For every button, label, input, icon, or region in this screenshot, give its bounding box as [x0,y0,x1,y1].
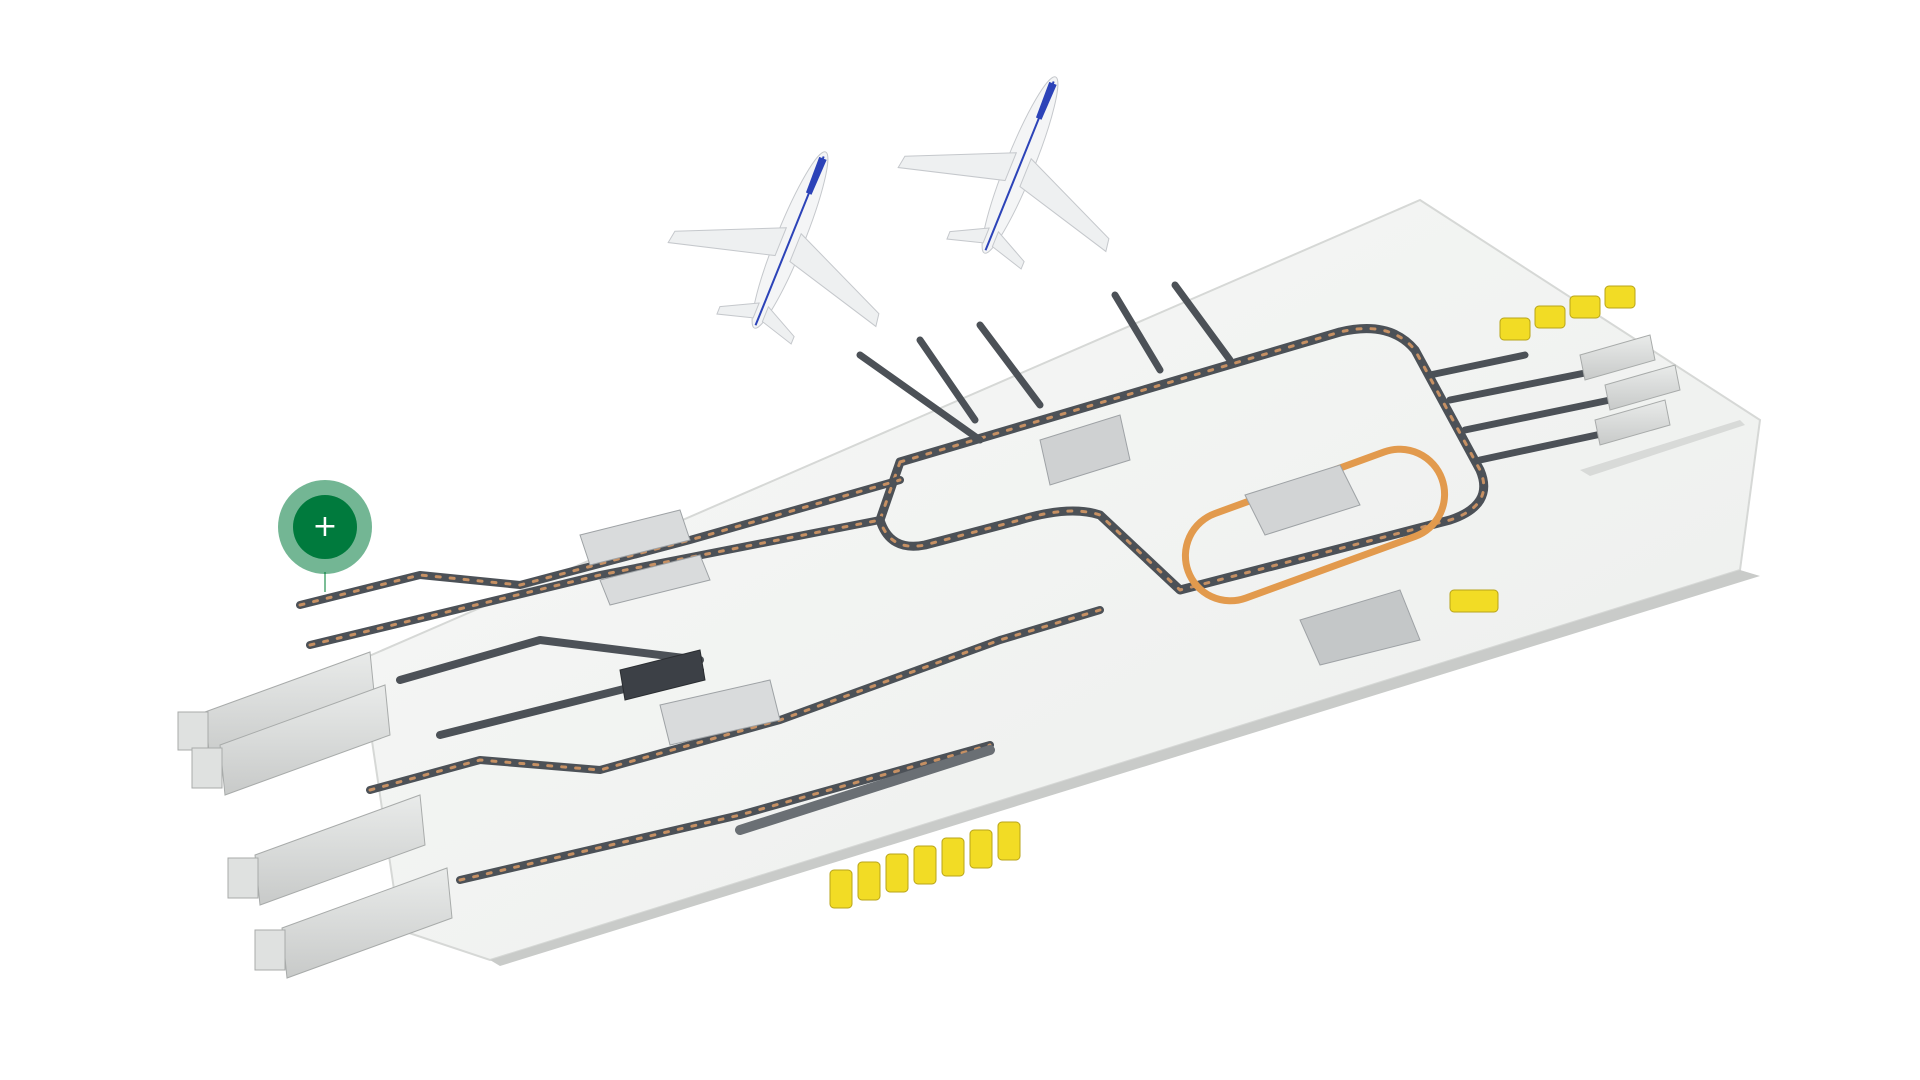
airplane-icon [897,76,1110,270]
truck-icon [1579,334,1656,381]
van-group-right [1449,285,1636,613]
outbound-line-4 [1476,426,1624,464]
van-icon [1534,305,1566,329]
outbound-line-1 [1426,351,1529,379]
van-group-bottom [829,821,1021,909]
van-chute-line [735,745,995,835]
inbound-line-3 [396,636,704,684]
floor-edge [490,570,1760,966]
airside-feeder-1 [856,351,984,444]
airside-feeder-2 [916,336,979,424]
truck-icon [254,867,453,979]
truck-icon [1604,364,1681,411]
apron-edge [1580,420,1745,476]
van-icon [997,821,1021,861]
van-icon [1569,295,1601,319]
hotspot-stem [324,572,326,592]
sorting-stations [579,414,1421,746]
van-icon [1499,317,1531,341]
plus-symbol: + [312,509,338,544]
van-icon [885,853,909,893]
van-icon [941,837,965,877]
airside-feeder-3 [976,321,1044,409]
van-icon [969,829,993,869]
van-icon [857,861,881,901]
outbound-line-3 [1461,396,1614,434]
plus-icon: + [293,495,357,559]
truck-icon [1594,399,1671,446]
truck-icon [191,684,391,796]
van-icon [1449,589,1499,613]
airplane-icon [667,151,880,345]
airside-feeder-4 [1111,291,1164,374]
van-icon [913,845,937,885]
info-hotspot-button[interactable]: + [278,480,372,574]
van-icon [1604,285,1636,309]
truck-icon [227,794,426,906]
conveyor-network [296,281,1624,884]
outbound-line-2 [1446,366,1604,404]
airside-feeder-5 [1171,281,1234,364]
van-icon [829,869,853,909]
